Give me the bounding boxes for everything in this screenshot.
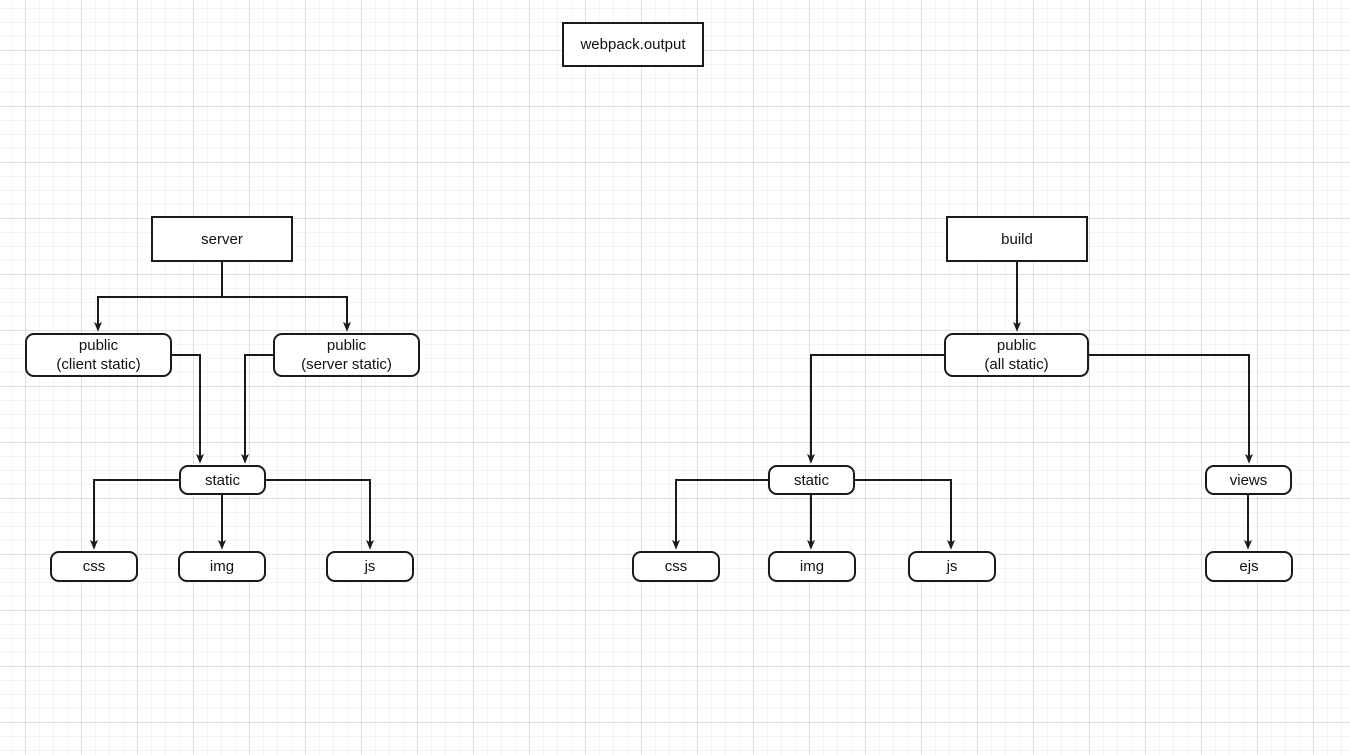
- node-label: static: [793, 471, 829, 489]
- node-label: views: [1229, 471, 1268, 489]
- node-label: webpack.output: [580, 36, 686, 53]
- node-label: img: [209, 558, 235, 575]
- node-js-right[interactable]: js: [908, 551, 996, 582]
- node-public-server[interactable]: public (server static): [273, 333, 420, 377]
- node-label: css: [664, 558, 688, 575]
- edge-public-client-to-static: [172, 354, 204, 464]
- node-sublabel: (all static): [984, 356, 1049, 373]
- node-views[interactable]: views: [1205, 465, 1292, 495]
- edge-static-right-to-css: [672, 479, 768, 550]
- edge-server-to-public-client: [94, 262, 223, 332]
- node-sublabel: (client static): [56, 356, 141, 373]
- node-css-right[interactable]: css: [632, 551, 720, 582]
- node-label: img: [799, 558, 825, 575]
- node-css-left[interactable]: css: [50, 551, 138, 582]
- node-label: ejs: [1239, 558, 1259, 575]
- node-label: public: [996, 337, 1037, 354]
- node-sublabel: (server static): [301, 356, 392, 373]
- node-img-left[interactable]: img: [178, 551, 266, 582]
- edge-public-server-to-static: [241, 354, 273, 464]
- node-img-right[interactable]: img: [768, 551, 856, 582]
- node-label: public: [326, 337, 367, 354]
- edge-public-all-to-static: [807, 354, 944, 464]
- edge-server-to-public-server: [221, 262, 351, 332]
- node-ejs[interactable]: ejs: [1205, 551, 1293, 582]
- node-label: static: [204, 471, 240, 489]
- edge-public-all-to-views: [1089, 354, 1253, 464]
- node-build[interactable]: build: [946, 216, 1088, 262]
- node-js-left[interactable]: js: [326, 551, 414, 582]
- node-label: js: [364, 558, 376, 575]
- node-public-all[interactable]: public (all static): [944, 333, 1089, 377]
- node-label: build: [1001, 230, 1033, 248]
- edge-static-right-to-js: [855, 479, 955, 550]
- edge-static-left-to-css: [90, 479, 179, 550]
- node-title[interactable]: webpack.output: [562, 22, 704, 67]
- edge-static-left-to-js: [266, 479, 374, 550]
- node-label: css: [82, 558, 106, 575]
- node-static-right[interactable]: static: [768, 465, 855, 495]
- node-label: js: [946, 558, 958, 575]
- node-static-left[interactable]: static: [179, 465, 266, 495]
- node-server[interactable]: server: [151, 216, 293, 262]
- node-label: public: [78, 337, 119, 354]
- node-label: server: [201, 230, 243, 248]
- node-public-client[interactable]: public (client static): [25, 333, 172, 377]
